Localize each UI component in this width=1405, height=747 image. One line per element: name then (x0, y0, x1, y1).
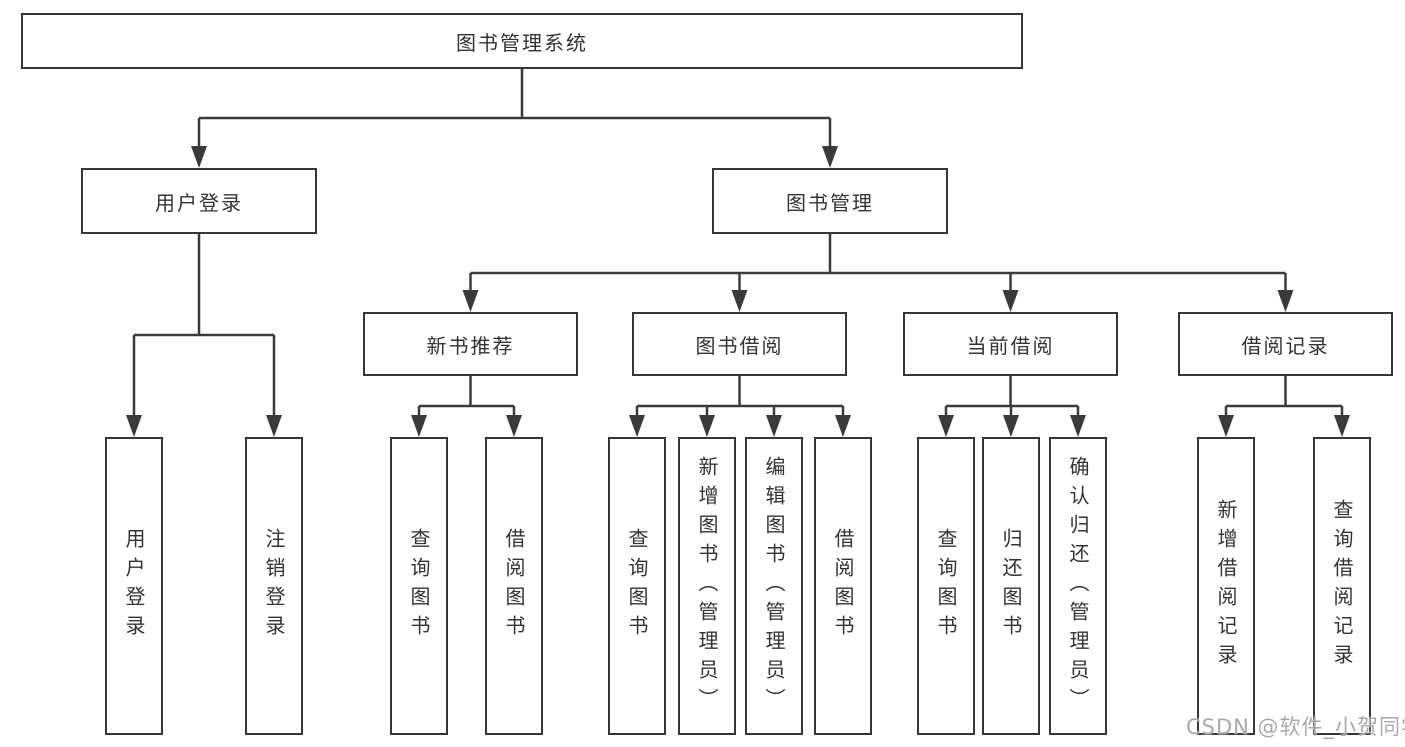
leaf-current-confirm-return-label: 确认归还（管理员） (1066, 455, 1090, 717)
leaf-newbooks-query: 查询图书 (390, 437, 448, 735)
leaf-borrow-edit-book-label: 编辑图书（管理员） (762, 455, 786, 717)
node-section-book-borrow: 图书借阅 (632, 312, 847, 376)
leaf-current-confirm-return: 确认归还（管理员） (1049, 437, 1107, 735)
arrowhead-icon (1334, 415, 1350, 437)
leaf-borrow-query-label: 查询图书 (625, 528, 649, 644)
leaf-user-login-label: 用户登录 (122, 528, 146, 644)
node-section-current-borrow: 当前借阅 (903, 312, 1118, 376)
node-section-borrow-records-label: 借阅记录 (1241, 333, 1330, 358)
leaf-borrow-query: 查询图书 (608, 437, 666, 735)
node-user-login-label: 用户登录 (155, 190, 243, 215)
arrowhead-icon (766, 415, 782, 437)
leaf-current-query: 查询图书 (917, 437, 975, 735)
node-section-new-books-label: 新书推荐 (426, 333, 515, 358)
leaf-borrow-book-label: 借阅图书 (831, 528, 855, 644)
arrowhead-icon (731, 290, 748, 312)
leaf-newbooks-query-label: 查询图书 (407, 528, 431, 644)
arrowhead-icon (506, 415, 522, 437)
leaf-current-query-label: 查询图书 (934, 528, 958, 644)
node-book-mgmt: 图书管理 (712, 168, 948, 234)
leaf-newbooks-borrow: 借阅图书 (485, 437, 543, 735)
watermark: CSDN @软件_小贺同学 (1186, 715, 1405, 739)
arrowhead-icon (822, 146, 838, 168)
leaf-borrow-book: 借阅图书 (814, 437, 872, 735)
arrowhead-icon (699, 415, 715, 437)
arrowhead-icon (411, 415, 427, 437)
leaf-records-add: 新增借阅记录 (1197, 437, 1255, 735)
arrowhead-icon (1002, 290, 1019, 312)
arrowhead-icon (835, 415, 851, 437)
leaf-records-query: 查询借阅记录 (1313, 437, 1371, 735)
leaf-newbooks-borrow-label: 借阅图书 (502, 528, 526, 644)
node-user-login: 用户登录 (81, 168, 317, 234)
leaf-current-return: 归还图书 (982, 437, 1040, 735)
arrowhead-icon (462, 290, 479, 312)
node-root: 图书管理系统 (21, 13, 1023, 69)
arrowhead-icon (1070, 415, 1086, 437)
arrowhead-icon (629, 415, 645, 437)
leaf-current-return-label: 归还图书 (999, 528, 1023, 644)
node-section-borrow-records: 借阅记录 (1178, 312, 1393, 376)
arrowhead-icon (266, 415, 282, 437)
arrowhead-icon (1277, 290, 1294, 312)
leaf-records-add-label: 新增借阅记录 (1214, 499, 1238, 673)
arrowhead-icon (938, 415, 954, 437)
leaf-borrow-add-book-label: 新增图书（管理员） (695, 455, 719, 717)
leaf-logout: 注销登录 (245, 437, 303, 735)
node-book-mgmt-label: 图书管理 (786, 190, 874, 215)
node-section-new-books: 新书推荐 (363, 312, 578, 376)
leaf-borrow-edit-book: 编辑图书（管理员） (745, 437, 803, 735)
leaf-logout-label: 注销登录 (262, 528, 286, 644)
node-section-current-borrow-label: 当前借阅 (966, 333, 1055, 358)
arrowhead-icon (1218, 415, 1234, 437)
arrowhead-icon (191, 146, 207, 168)
arrowhead-icon (126, 415, 142, 437)
node-section-book-borrow-label: 图书借阅 (695, 333, 784, 358)
arrowhead-icon (1003, 415, 1019, 437)
leaf-user-login: 用户登录 (105, 437, 163, 735)
node-root-label: 图书管理系统 (456, 30, 588, 55)
leaf-records-query-label: 查询借阅记录 (1330, 499, 1354, 673)
leaf-borrow-add-book: 新增图书（管理员） (678, 437, 736, 735)
